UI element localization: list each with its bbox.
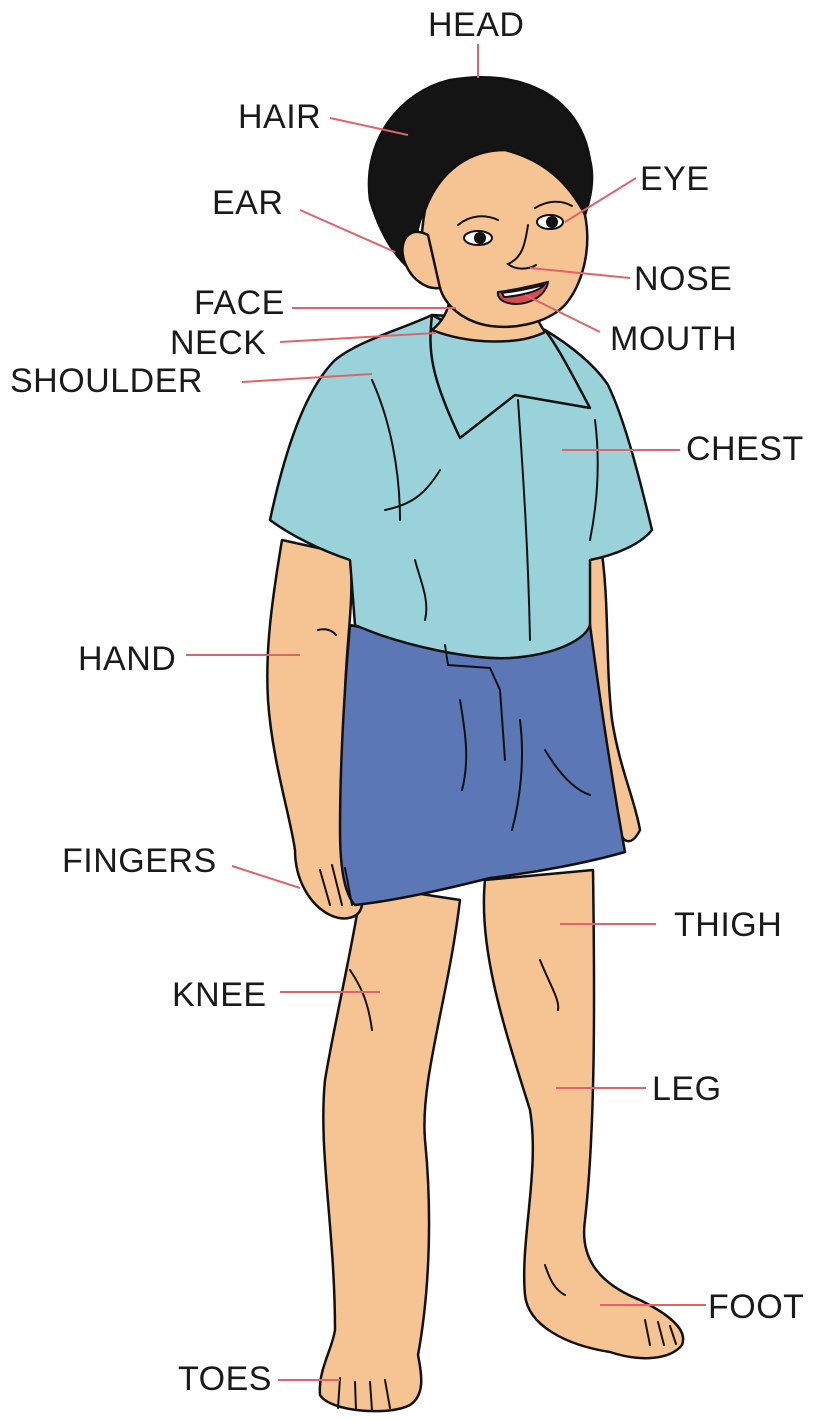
label-knee: KNEE [172, 978, 267, 1012]
label-neck: NECK [170, 326, 266, 360]
label-head: HEAD [428, 8, 524, 42]
right-leg [320, 885, 460, 1411]
label-shoulder: SHOULDER [10, 364, 203, 398]
label-toes: TOES [178, 1362, 272, 1396]
right-pupil [547, 217, 557, 227]
label-hair: HAIR [238, 100, 321, 134]
label-nose: NOSE [634, 262, 732, 296]
label-leg: LEG [652, 1072, 722, 1106]
label-fingers: FINGERS [62, 844, 217, 878]
leader-fingers [232, 866, 300, 888]
label-hand: HAND [78, 642, 176, 676]
label-face: FACE [194, 286, 285, 320]
label-eye: EYE [640, 162, 710, 196]
label-chest: CHEST [686, 432, 804, 466]
left-leg [484, 870, 683, 1358]
label-thigh: THIGH [674, 908, 782, 942]
label-foot: FOOT [708, 1290, 804, 1324]
label-ear: EAR [212, 186, 283, 220]
left-pupil [475, 233, 485, 243]
label-mouth: MOUTH [610, 322, 737, 356]
